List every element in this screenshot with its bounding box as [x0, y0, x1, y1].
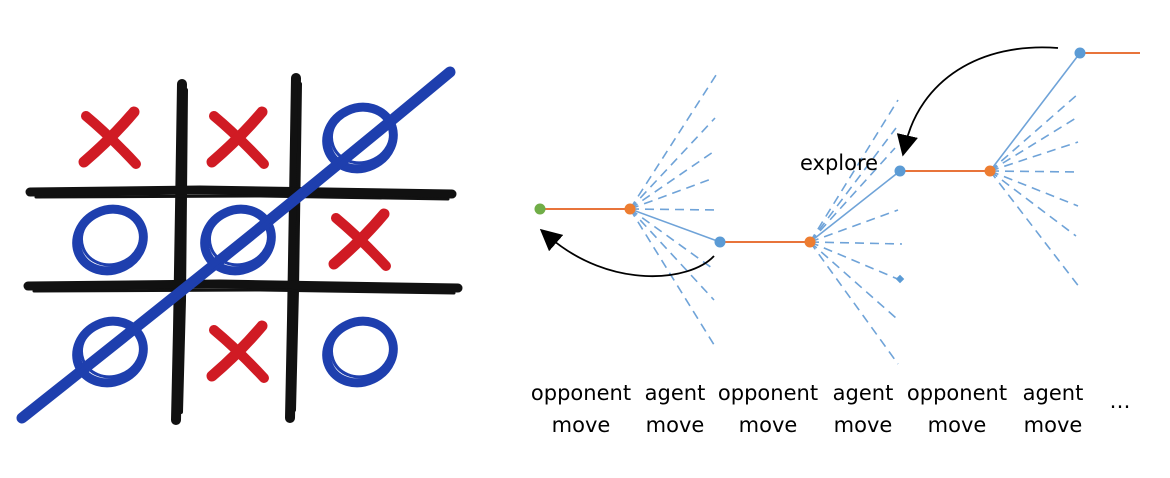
grid-vertical-line-1-rough: [179, 88, 188, 414]
node-orange: [804, 236, 816, 248]
grid-vertical-line-1: [171, 79, 187, 425]
branch-alt: [809, 99, 899, 243]
branch-alt: [809, 241, 899, 365]
branch-fan-2: [809, 99, 903, 365]
x-mark: [206, 320, 269, 383]
main-path-edges: [540, 52, 1140, 243]
grid-horizontal-line-2-rough: [32, 288, 456, 295]
o-mark-rough: [80, 320, 143, 379]
node-blue-explore: [894, 165, 906, 177]
move-label-2-line1: agent: [645, 381, 706, 405]
board-grid: [23, 73, 463, 425]
o-mark-rough: [80, 208, 143, 267]
winning-line-tail: [28, 82, 442, 412]
explore-arrow-upper: [896, 46, 1059, 157]
node-blue-root: [1074, 47, 1086, 59]
move-label-3-line1: opponent: [718, 381, 818, 405]
branch-alt: [809, 147, 896, 243]
branch-chosen: [809, 170, 901, 243]
move-label-6-line2: move: [1024, 413, 1083, 437]
branch-alt: [629, 149, 717, 210]
branch-alt: [989, 170, 1077, 237]
move-label-4-line2: move: [834, 413, 893, 437]
branch-alt: [809, 241, 903, 245]
branch-alt: [809, 241, 897, 319]
branch-alt: [809, 127, 897, 243]
move-label-2-line2: move: [646, 413, 705, 437]
branch-alt: [629, 117, 716, 210]
x-mark: [328, 208, 391, 271]
branch-fan-3: [989, 52, 1081, 289]
grid-vertical-line-2: [285, 73, 301, 423]
branch-alt: [629, 208, 721, 211]
x-mark: [206, 106, 269, 169]
explore-label: explore: [800, 151, 878, 175]
node-blue: [714, 236, 726, 248]
move-labels: opponent move agent move opponent move a…: [531, 381, 1131, 437]
branch-chosen: [629, 208, 721, 243]
branch-fan-1: [629, 71, 721, 349]
backup-arrow-lower: [539, 228, 715, 278]
grid-horizontal-line-2: [23, 279, 463, 293]
tree-nodes: [534, 47, 1086, 248]
branch-alt: [989, 170, 1081, 173]
branch-alt: [989, 93, 1079, 172]
move-label-3-line2: move: [739, 413, 798, 437]
branch-alt: [989, 117, 1077, 172]
grid-horizontal-line-1: [25, 185, 457, 199]
branch-alt: [629, 208, 715, 301]
move-label-5-line1: opponent: [907, 381, 1007, 405]
branch-alt: [629, 71, 719, 210]
branch-alt: [629, 208, 717, 349]
node-orange: [624, 203, 636, 215]
node-orange: [984, 165, 996, 177]
grid-horizontal-line-1-rough: [34, 194, 450, 201]
move-label-1-line1: opponent: [531, 381, 631, 405]
branch-alt: [989, 170, 1081, 289]
branch-alt: [629, 208, 713, 269]
branch-alt: [989, 170, 1079, 207]
o-mark-rough: [330, 320, 393, 379]
branch-end-marker: [895, 274, 905, 284]
move-label-5-line2: move: [928, 413, 987, 437]
x-mark: [78, 106, 141, 169]
tic-tac-toe-board: [16, 66, 463, 425]
branch-alt: [809, 209, 899, 243]
branch-chosen: [989, 52, 1081, 172]
branch-alt: [629, 177, 715, 210]
branch-alt: [989, 141, 1079, 172]
move-label-4-line1: agent: [833, 381, 894, 405]
branch-alt: [809, 241, 901, 281]
move-label-1-line2: move: [552, 413, 611, 437]
ellipsis: …: [1110, 389, 1131, 413]
node-green-start: [534, 203, 546, 215]
move-label-6-line1: agent: [1023, 381, 1084, 405]
